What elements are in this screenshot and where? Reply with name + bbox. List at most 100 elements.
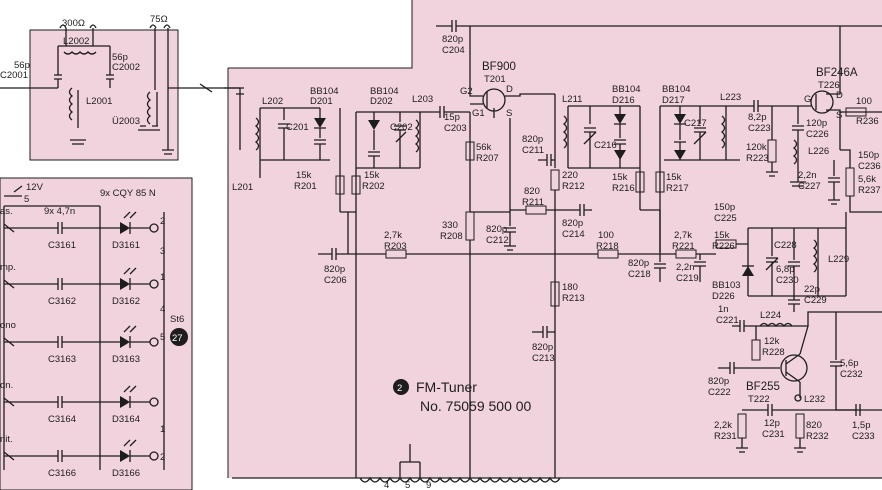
r237-label: R237: [858, 185, 881, 196]
module-part-number: No. 75059 500 00: [420, 398, 532, 414]
r226-label: R226: [712, 241, 735, 252]
row-1-led-icon: [120, 222, 130, 234]
d202-diode: [368, 120, 380, 130]
pin-number-3: 1: [160, 272, 165, 283]
r201-r202-join: [340, 211, 356, 254]
c225-value: 150p: [714, 202, 735, 213]
c229-label: C229: [804, 295, 827, 306]
c216-trimmer: [583, 106, 597, 168]
c229-value: 22p: [804, 284, 820, 295]
d202-label: D202: [370, 96, 393, 107]
row-3-switch-icon: [3, 337, 15, 347]
row-5-switch-icon: [3, 451, 15, 461]
t226-g-label: G: [804, 94, 811, 105]
antenna-ground-2: [70, 139, 86, 145]
l201-l202-coils: [239, 88, 261, 178]
r236-label: R236: [856, 116, 879, 127]
c214-label: C214: [562, 229, 585, 240]
c227-capacitor: [828, 160, 840, 205]
r216-label: R216: [612, 183, 635, 194]
c236-label: C236: [858, 161, 881, 172]
c221-line: [732, 311, 882, 340]
c2002-label: C2002: [112, 62, 140, 73]
r221-value: 2,7k: [674, 230, 692, 241]
v12-label: 12V: [26, 182, 44, 193]
r203-label: R203: [384, 241, 407, 252]
r211-value: 820: [524, 186, 540, 197]
d201-label: D201: [310, 96, 333, 107]
supply-pin: [4, 185, 23, 197]
c230-capacitor: [788, 228, 800, 296]
c203-value: 15p: [444, 112, 460, 123]
c202-trimmer: [394, 112, 407, 168]
r203-value: 2,7k: [384, 230, 402, 241]
l223-label: L223: [720, 92, 741, 103]
oscillator-tank: 150p C225 15k R226 BB103 D226 C228 6,8p …: [712, 202, 849, 312]
module-number: 2: [397, 383, 402, 394]
l224-label: L224: [760, 310, 781, 321]
r213-label: R213: [562, 293, 585, 304]
c212-branch: [469, 211, 516, 478]
c213-label: C213: [532, 353, 555, 364]
r217-label: R217: [666, 183, 689, 194]
row-3-capacitor: [4, 336, 100, 348]
led-board-outline: [0, 177, 193, 490]
c212-label: C212: [486, 235, 509, 246]
l203-label: L203: [412, 94, 433, 105]
row-1-capacitor: [4, 222, 100, 234]
t201-pins: [469, 26, 555, 118]
row-2-led-wires: [100, 267, 150, 290]
row-4-capacitor: [4, 396, 100, 408]
antenna-board-outline: [29, 29, 179, 161]
d217-type: BB104: [662, 84, 691, 95]
r221-label: R221: [672, 241, 695, 252]
l229-coil: [812, 228, 819, 296]
antenna-terminals: [59, 24, 171, 29]
c223-value: 8,2p: [748, 112, 767, 123]
module-name: FM-Tuner: [416, 379, 477, 395]
r237-resistor: [845, 167, 855, 197]
r218-value: 100: [598, 230, 614, 241]
led-common-rail: [4, 205, 101, 470]
antenna-ground-3: [162, 149, 174, 155]
r202-label: R202: [362, 181, 385, 192]
bf255-label: BF255: [746, 381, 780, 393]
c211-label: C211: [522, 145, 544, 156]
led-indicator-board: 12V 5 9x 4,7n 9x CQY 85 N 27 St6: [3, 182, 188, 470]
c231-c233-line: [742, 404, 861, 416]
r237-value: 5,6k: [858, 174, 876, 185]
l211-label: L211: [562, 94, 582, 105]
c204-value: 820p: [442, 34, 463, 45]
c233-value: 1,5p: [852, 420, 871, 431]
c201-branch: [260, 107, 330, 161]
antenna-board: [30, 30, 178, 160]
t201-mosfet-stage: 820p C204 BF900 T201 G2 G1 D S 56k R207 …: [436, 20, 882, 478]
r213-resistor: [550, 281, 560, 307]
c219-label: C219: [676, 273, 699, 284]
r226-value: 15k: [714, 230, 730, 241]
module-number-badge: [393, 379, 409, 395]
row-1-led-wires: [100, 211, 150, 234]
l2001-label: L2001: [86, 96, 112, 107]
row-4-led-label: D3164: [112, 414, 140, 425]
c226-label: C226: [806, 129, 829, 140]
r217-value: 15k: [666, 172, 682, 183]
c229-capacitor: [788, 296, 800, 312]
c203-label: C203: [444, 123, 467, 134]
c221-label: C221: [716, 315, 739, 326]
band-filter: L211 BB104 D216 C216 15k R216 BB104 D217…: [562, 84, 802, 252]
pin-number-1: 2: [160, 216, 165, 227]
d201-type: BB104: [310, 86, 339, 97]
row-3-led-icon: [120, 336, 130, 348]
bottom-connector: 4 5 9: [232, 444, 882, 490]
c2002-value: 56p: [112, 52, 128, 63]
d226-type: BB103: [712, 280, 741, 291]
supply-line: 2,7k R203 820p C206 100 R218 820p C218 2…: [318, 209, 716, 478]
led-board: [0, 178, 192, 490]
row-3-led-label: D3163: [112, 354, 140, 365]
pin-number-6: 1: [160, 424, 165, 435]
c222-label: C222: [708, 387, 731, 398]
row-2-pin-circle: [149, 279, 159, 289]
